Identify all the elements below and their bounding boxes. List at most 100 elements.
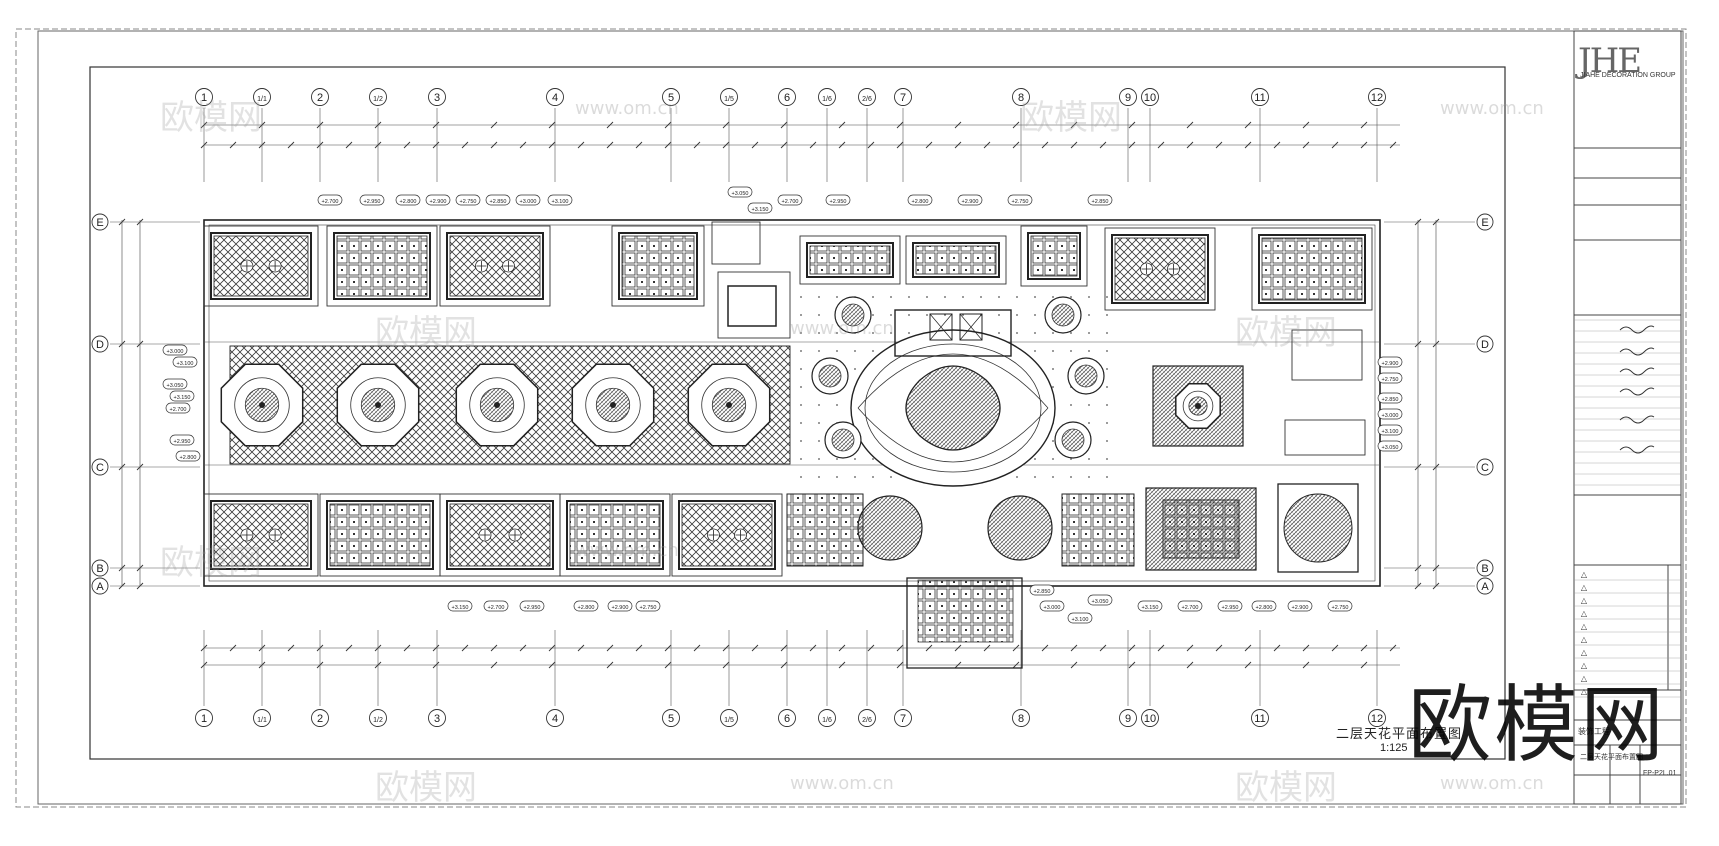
axis-bubble bbox=[1476, 213, 1494, 231]
dimension-tick bbox=[345, 141, 353, 149]
elevation-tag bbox=[607, 600, 633, 612]
dimension-tick bbox=[896, 644, 904, 652]
dimension-tick bbox=[809, 141, 817, 149]
dimension-tick bbox=[954, 121, 962, 129]
elevation-tag-label: +2.800 bbox=[180, 455, 197, 461]
dimension-tick bbox=[1360, 661, 1368, 669]
ceiling-trim bbox=[333, 232, 431, 300]
axis-bubble bbox=[1119, 709, 1137, 727]
axis-bubble bbox=[546, 709, 564, 727]
axis-bubble bbox=[662, 88, 680, 106]
axis-bubble bbox=[1251, 709, 1269, 727]
elevation-tag-label: +2.800 bbox=[912, 199, 929, 205]
axis-label: A bbox=[96, 581, 104, 593]
axis-bubble bbox=[1012, 88, 1030, 106]
dimension-tick bbox=[780, 661, 788, 669]
room-outline bbox=[439, 225, 551, 307]
axis-label: 10 bbox=[1144, 92, 1156, 104]
axis-label: 3 bbox=[434, 713, 440, 725]
pendant-light bbox=[726, 402, 732, 408]
elevation-tag bbox=[169, 390, 195, 402]
revision-symbol: △ bbox=[1581, 609, 1588, 618]
company-logo: JHE bbox=[1578, 41, 1642, 81]
elevation-tag-label: +2.950 bbox=[524, 605, 541, 611]
dimension-tick bbox=[722, 121, 730, 129]
octagon-ring bbox=[701, 377, 757, 433]
dimension-tick bbox=[432, 121, 440, 129]
round-ceiling-core bbox=[818, 364, 842, 388]
axis-label: C bbox=[96, 462, 104, 474]
service-room bbox=[1291, 329, 1363, 381]
octagon-ring bbox=[469, 377, 525, 433]
revision-symbol: △ bbox=[1581, 674, 1588, 683]
axis-label: 1 bbox=[201, 713, 207, 725]
elevation-tag-label: +2.900 bbox=[612, 605, 629, 611]
dimension-tick bbox=[1186, 141, 1194, 149]
round-ceiling-core bbox=[831, 428, 855, 452]
light-fixture-cross bbox=[1168, 264, 1179, 274]
elevation-tag-label: +2.900 bbox=[430, 199, 447, 205]
dimension-tick bbox=[1128, 661, 1136, 669]
elevation-tag bbox=[1377, 408, 1403, 420]
dimension-tick bbox=[548, 661, 556, 669]
axis-label: 2 bbox=[317, 713, 323, 725]
elevation-tag bbox=[1327, 600, 1353, 612]
dimension-tick bbox=[1186, 661, 1194, 669]
elevation-tag-label: +3.050 bbox=[732, 191, 749, 197]
axis-label: 12 bbox=[1371, 92, 1383, 104]
dimension-tick bbox=[577, 141, 585, 149]
grid-ceiling bbox=[786, 493, 864, 567]
dimension-tick bbox=[519, 141, 527, 149]
elevation-tag bbox=[172, 356, 198, 368]
elevation-tag bbox=[165, 402, 191, 414]
dimension-tick bbox=[519, 644, 527, 652]
room-outline bbox=[1020, 225, 1088, 287]
pendant-light bbox=[610, 402, 616, 408]
room-outline bbox=[905, 235, 1007, 285]
elevation-tag-label: +3.150 bbox=[452, 605, 469, 611]
elevation-tag bbox=[747, 202, 773, 214]
ceiling-panel bbox=[621, 235, 695, 297]
ceiling-panel bbox=[1030, 235, 1078, 277]
dimension-tick bbox=[403, 644, 411, 652]
elevation-tag-label: +3.150 bbox=[1142, 605, 1159, 611]
round-ceiling-core bbox=[1051, 303, 1075, 327]
axis-bubble bbox=[720, 88, 738, 106]
dimension-tick bbox=[1244, 121, 1252, 129]
title-block-drawing-title: 二层天花平面布置图 bbox=[1580, 754, 1643, 761]
skylight-cross bbox=[929, 313, 953, 341]
elevation-tag bbox=[1217, 600, 1243, 612]
revision-symbol: △ bbox=[1581, 648, 1588, 657]
elevation-tag bbox=[1177, 600, 1203, 612]
elevation-tag bbox=[1087, 194, 1113, 206]
signature bbox=[1619, 387, 1655, 396]
axis-label: 4 bbox=[552, 713, 558, 725]
dimension-tick bbox=[1244, 644, 1252, 652]
ceiling-trim bbox=[326, 500, 434, 570]
elevation-tag bbox=[777, 194, 803, 206]
round-ceiling-core bbox=[1074, 364, 1098, 388]
elevation-tag-label: +2.700 bbox=[170, 407, 187, 413]
elevation-tag-label: +3.100 bbox=[552, 199, 569, 205]
grid-axes: 111/11/1221/21/23344551/51/5661/61/62/62… bbox=[91, 88, 1494, 727]
ceiling-panel bbox=[213, 503, 309, 567]
elevation-tag-label: +2.800 bbox=[578, 605, 595, 611]
ceiling-trim bbox=[806, 242, 894, 278]
dimension-tick bbox=[1302, 644, 1310, 652]
dimension-tick bbox=[1360, 141, 1368, 149]
dimension-tick bbox=[1070, 121, 1078, 129]
elevation-tag bbox=[485, 194, 511, 206]
dimension-tick bbox=[1070, 661, 1078, 669]
ceiling-panel bbox=[1114, 237, 1206, 301]
dimension-tick bbox=[867, 644, 875, 652]
ceiling-trim bbox=[678, 500, 776, 570]
ceiling-trim bbox=[1258, 234, 1366, 304]
dimension-lines bbox=[118, 121, 1440, 669]
axis-label: 1/6 bbox=[822, 717, 832, 724]
axis-bubble bbox=[1476, 577, 1494, 595]
elevation-tag bbox=[957, 194, 983, 206]
ceiling-panel bbox=[449, 235, 541, 297]
axis-label: B bbox=[96, 563, 103, 575]
round-ceiling-core bbox=[1061, 428, 1085, 452]
